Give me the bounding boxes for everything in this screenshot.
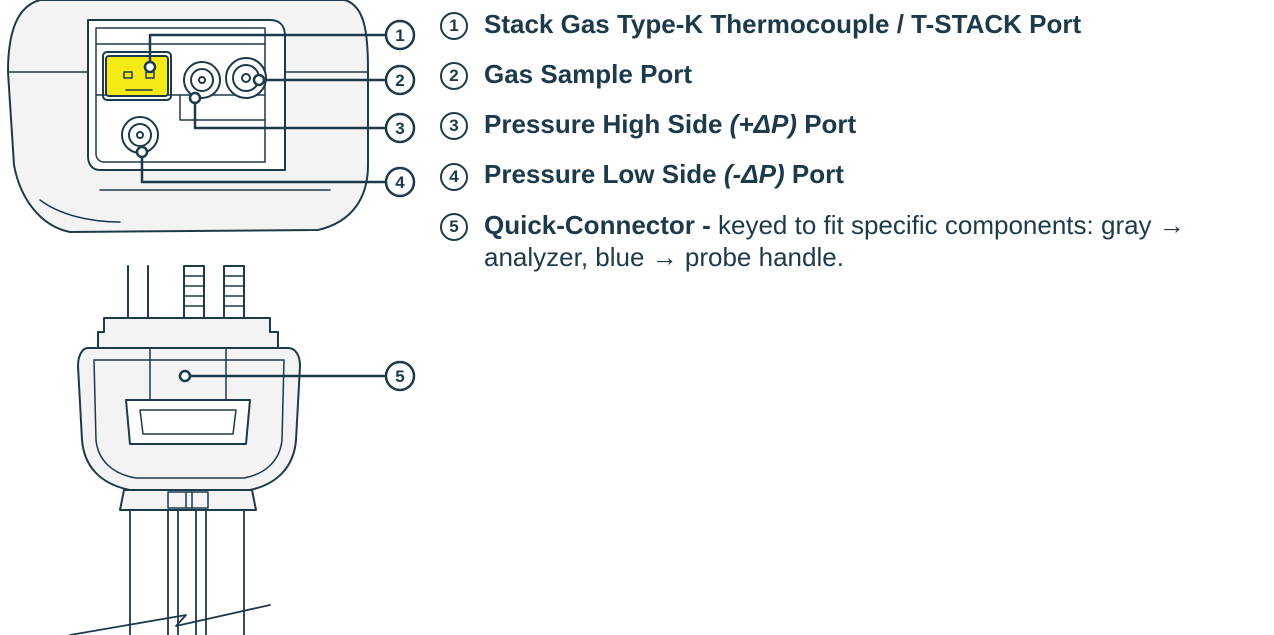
legend-label-4-post: Port: [784, 159, 844, 190]
port-diagram: 1 2 3 4 5: [7, 0, 416, 635]
legend-label-1: Stack Gas Type-K Thermocouple / T-STACK …: [484, 9, 1082, 39]
legend-number-4: 4: [440, 162, 468, 191]
legend-label-4-pre: Pressure Low Side: [484, 159, 724, 190]
legend-label-5: Quick-Connector -: [484, 209, 719, 240]
callout-marker-circle: [384, 64, 416, 96]
leader-line-4: [135, 145, 387, 184]
callout-marker-circle: [384, 112, 416, 144]
leader-line-1: [143, 33, 387, 74]
legend-item-1: 1 Stack Gas Type-K Thermocouple / T-STAC…: [440, 8, 1260, 41]
legend-number-1: 1: [440, 12, 468, 41]
legend-item-5: 5 Quick-Connector - keyed to fit specifi…: [440, 209, 1260, 273]
legend-label-3-pre: Pressure High Side: [484, 109, 730, 140]
legend-label-2: Gas Sample Port: [484, 59, 693, 90]
callout-markers: 1 2 3 4 5: [384, 19, 416, 392]
callout-marker-number: 2: [395, 71, 404, 90]
callout-marker-circle: [384, 19, 416, 51]
legend-item-3: 3 Pressure High Side (+ΔP) Port: [440, 108, 1260, 141]
legend-item-4: 4 Pressure Low Side (-ΔP) Port: [440, 158, 1260, 191]
legend-description-5: keyed to fit specific components: gray →…: [484, 209, 1185, 272]
callout-marker-number: 4: [395, 173, 405, 192]
pressure-high-port: [183, 61, 221, 99]
callout-marker-1: 1: [384, 19, 416, 51]
callout-marker-circle: [384, 360, 416, 392]
legend-number-2: 2: [440, 62, 468, 91]
callout-marker-2: 2: [384, 64, 416, 96]
legend-item-2: 2 Gas Sample Port: [440, 58, 1260, 91]
quick-connector: [69, 265, 301, 635]
leader-line-2: [252, 73, 387, 87]
leader-line-5: [178, 369, 387, 383]
callout-marker-number: 5: [395, 367, 404, 386]
legend-number-3: 3: [440, 112, 468, 141]
gas-sample-port: [225, 57, 267, 99]
port-legend: 1 Stack Gas Type-K Thermocouple / T-STAC…: [440, 8, 1260, 291]
legend-label-4-em: (-ΔP): [723, 159, 785, 190]
legend-label-3-em: (+ΔP): [729, 109, 797, 140]
callout-marker-3: 3: [384, 112, 416, 144]
thermocouple-port: [102, 51, 172, 101]
callout-marker-number: 1: [395, 26, 404, 45]
callout-marker-number: 3: [395, 119, 404, 138]
callout-marker-circle: [384, 166, 416, 198]
callout-marker-4: 4: [384, 166, 416, 198]
legend-label-3-post: Port: [796, 109, 857, 140]
legend-number-5: 5: [440, 212, 468, 241]
leader-line-3: [188, 91, 387, 130]
callout-marker-5: 5: [384, 360, 416, 392]
